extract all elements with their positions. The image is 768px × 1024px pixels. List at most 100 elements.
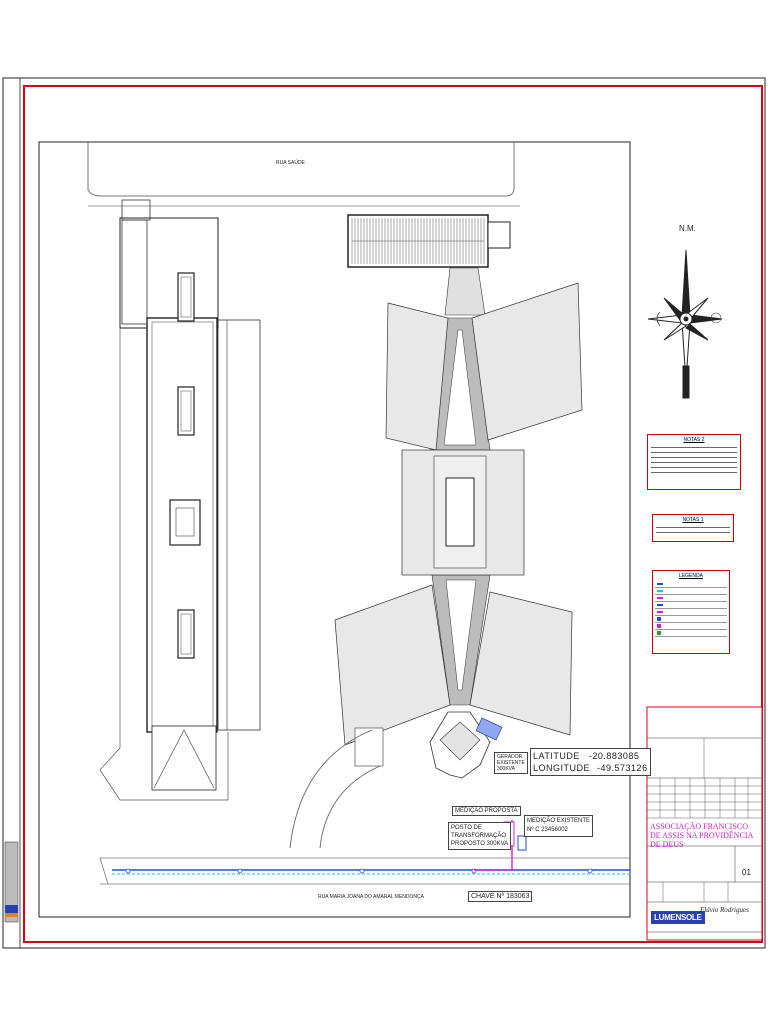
title-block [646, 706, 763, 941]
legend-rows [655, 581, 727, 637]
legend-panel: LEGENDA [652, 570, 730, 654]
legend-row [655, 588, 727, 595]
engineer-signature: Flávio Rodrigues [700, 906, 749, 914]
key-number-label: CHAVE Nº 183063 [468, 891, 533, 902]
legend-swatch [657, 611, 663, 613]
notes2-panel: NOTAS 2 [647, 434, 741, 490]
longitude-label: LONGITUDE [533, 763, 591, 773]
notes2-line [651, 469, 737, 473]
left-wing-right [217, 319, 261, 731]
legend-swatch [657, 604, 663, 606]
company-name: LUMENSOLE [651, 911, 705, 924]
north-arrow [647, 249, 723, 399]
generator-line: GERADOR [497, 754, 523, 760]
sheet-border [2, 77, 766, 949]
owner-name: ASSOCIAÇÃO FRANCISCO DE ASSIS NA PROVIDÊ… [650, 822, 753, 849]
notes2-line [651, 459, 737, 463]
notes2-title: NOTAS 2 [683, 437, 705, 443]
notes1-line [656, 524, 730, 528]
legend-row [655, 630, 727, 637]
notes1-title: NOTAS 1 [682, 517, 704, 523]
latitude-value: -20.883085 [588, 751, 640, 761]
transformer-line: PROPOSTO 300KVA [451, 841, 509, 847]
corridor-spine-upper-void [443, 329, 477, 446]
left-small-wing [121, 219, 148, 325]
top-right-hatch [351, 218, 485, 264]
left-entrance [151, 725, 217, 791]
access-road [289, 729, 373, 849]
wing-upper-right [471, 282, 583, 441]
legend-row [655, 623, 727, 630]
legend-swatch [657, 624, 661, 628]
sun-icon [710, 312, 722, 324]
north-label: N.M. [679, 224, 696, 233]
utility-poles [125, 868, 593, 874]
street-bottom-label: RUA MARIA JOANA DO AMARAL MENDONÇA [318, 894, 424, 900]
generator-line: EXISTENTE [497, 760, 525, 766]
access-road-inner [319, 765, 381, 849]
legend-swatch [657, 631, 661, 635]
sheet-number: 01 [742, 868, 751, 877]
left-outline-path [99, 328, 229, 801]
side-stamp-band [5, 905, 18, 913]
legend-row [655, 602, 727, 609]
notes2-line [651, 454, 737, 458]
red-frame [23, 85, 763, 943]
longitude-row: LONGITUDE -49.573126 [533, 762, 648, 774]
left-entrance-roof [153, 729, 215, 789]
coordinates-box: LATITUDE -20.883085 LONGITUDE -49.573126 [530, 748, 651, 776]
legend-row [655, 609, 727, 616]
existing-meter-box [517, 835, 527, 851]
side-stamp-band-2 [5, 913, 18, 917]
drawing-area [38, 141, 631, 918]
notes2-line [651, 444, 737, 448]
side-stamp [4, 841, 19, 923]
notes2-line [651, 464, 737, 468]
transformer-line: POSTO DE [451, 825, 482, 831]
legend-swatch [657, 617, 661, 621]
corridor-top [444, 267, 486, 316]
latitude-row: LATITUDE -20.883085 [533, 750, 648, 762]
transformer-line: TRANSFORMAÇÃO [451, 833, 507, 839]
chapel-roof [439, 721, 481, 761]
legend-swatch [657, 590, 663, 592]
notes1-panel: NOTAS 1 [652, 514, 734, 542]
legend-row [655, 616, 727, 623]
legend-row [655, 595, 727, 602]
wing-lower-left [334, 584, 451, 746]
top-right-annex [487, 221, 511, 249]
side-stairs [354, 727, 384, 767]
legend-swatch [657, 597, 663, 599]
latitude-label: LATITUDE [533, 751, 580, 761]
title-block-subcols [662, 882, 729, 902]
legend-title: LEGENDA [679, 573, 703, 579]
transformer-label: POSTO DE TRANSFORMAÇÃO PROPOSTO 300KVA [448, 822, 512, 850]
meter-number: Nº C 23456002 [527, 827, 568, 833]
title-block-grid-cols [659, 778, 749, 818]
window [177, 386, 195, 436]
notes2-line [651, 449, 737, 453]
corridor-spine-lower-void [445, 579, 477, 691]
window [180, 613, 192, 655]
window [177, 609, 195, 659]
longitude-value: -49.573126 [597, 763, 648, 773]
stair-core-inner [175, 507, 195, 537]
notes1-line [656, 529, 730, 533]
stair-core [169, 499, 201, 546]
legend-swatch [657, 583, 663, 585]
moon-icon [656, 311, 661, 327]
existing-meter-label: MEDIÇÃO EXISTENTE Nº C 23456002 [524, 815, 594, 837]
top-road [87, 142, 515, 197]
window [177, 272, 195, 322]
street-top-label: RUA SAÚDE [276, 160, 305, 166]
legend-row [655, 581, 727, 588]
proposed-meter-label: MEDIÇÃO PROPOSTA [452, 806, 521, 816]
wing-lower-right [469, 591, 573, 736]
window [180, 390, 192, 432]
window [180, 276, 192, 318]
street-curb-left [99, 857, 109, 885]
existing-meter-title: MEDIÇÃO EXISTENTE [527, 818, 591, 824]
generator-line: 300KVA [497, 766, 515, 772]
middle-skylight [445, 477, 475, 547]
